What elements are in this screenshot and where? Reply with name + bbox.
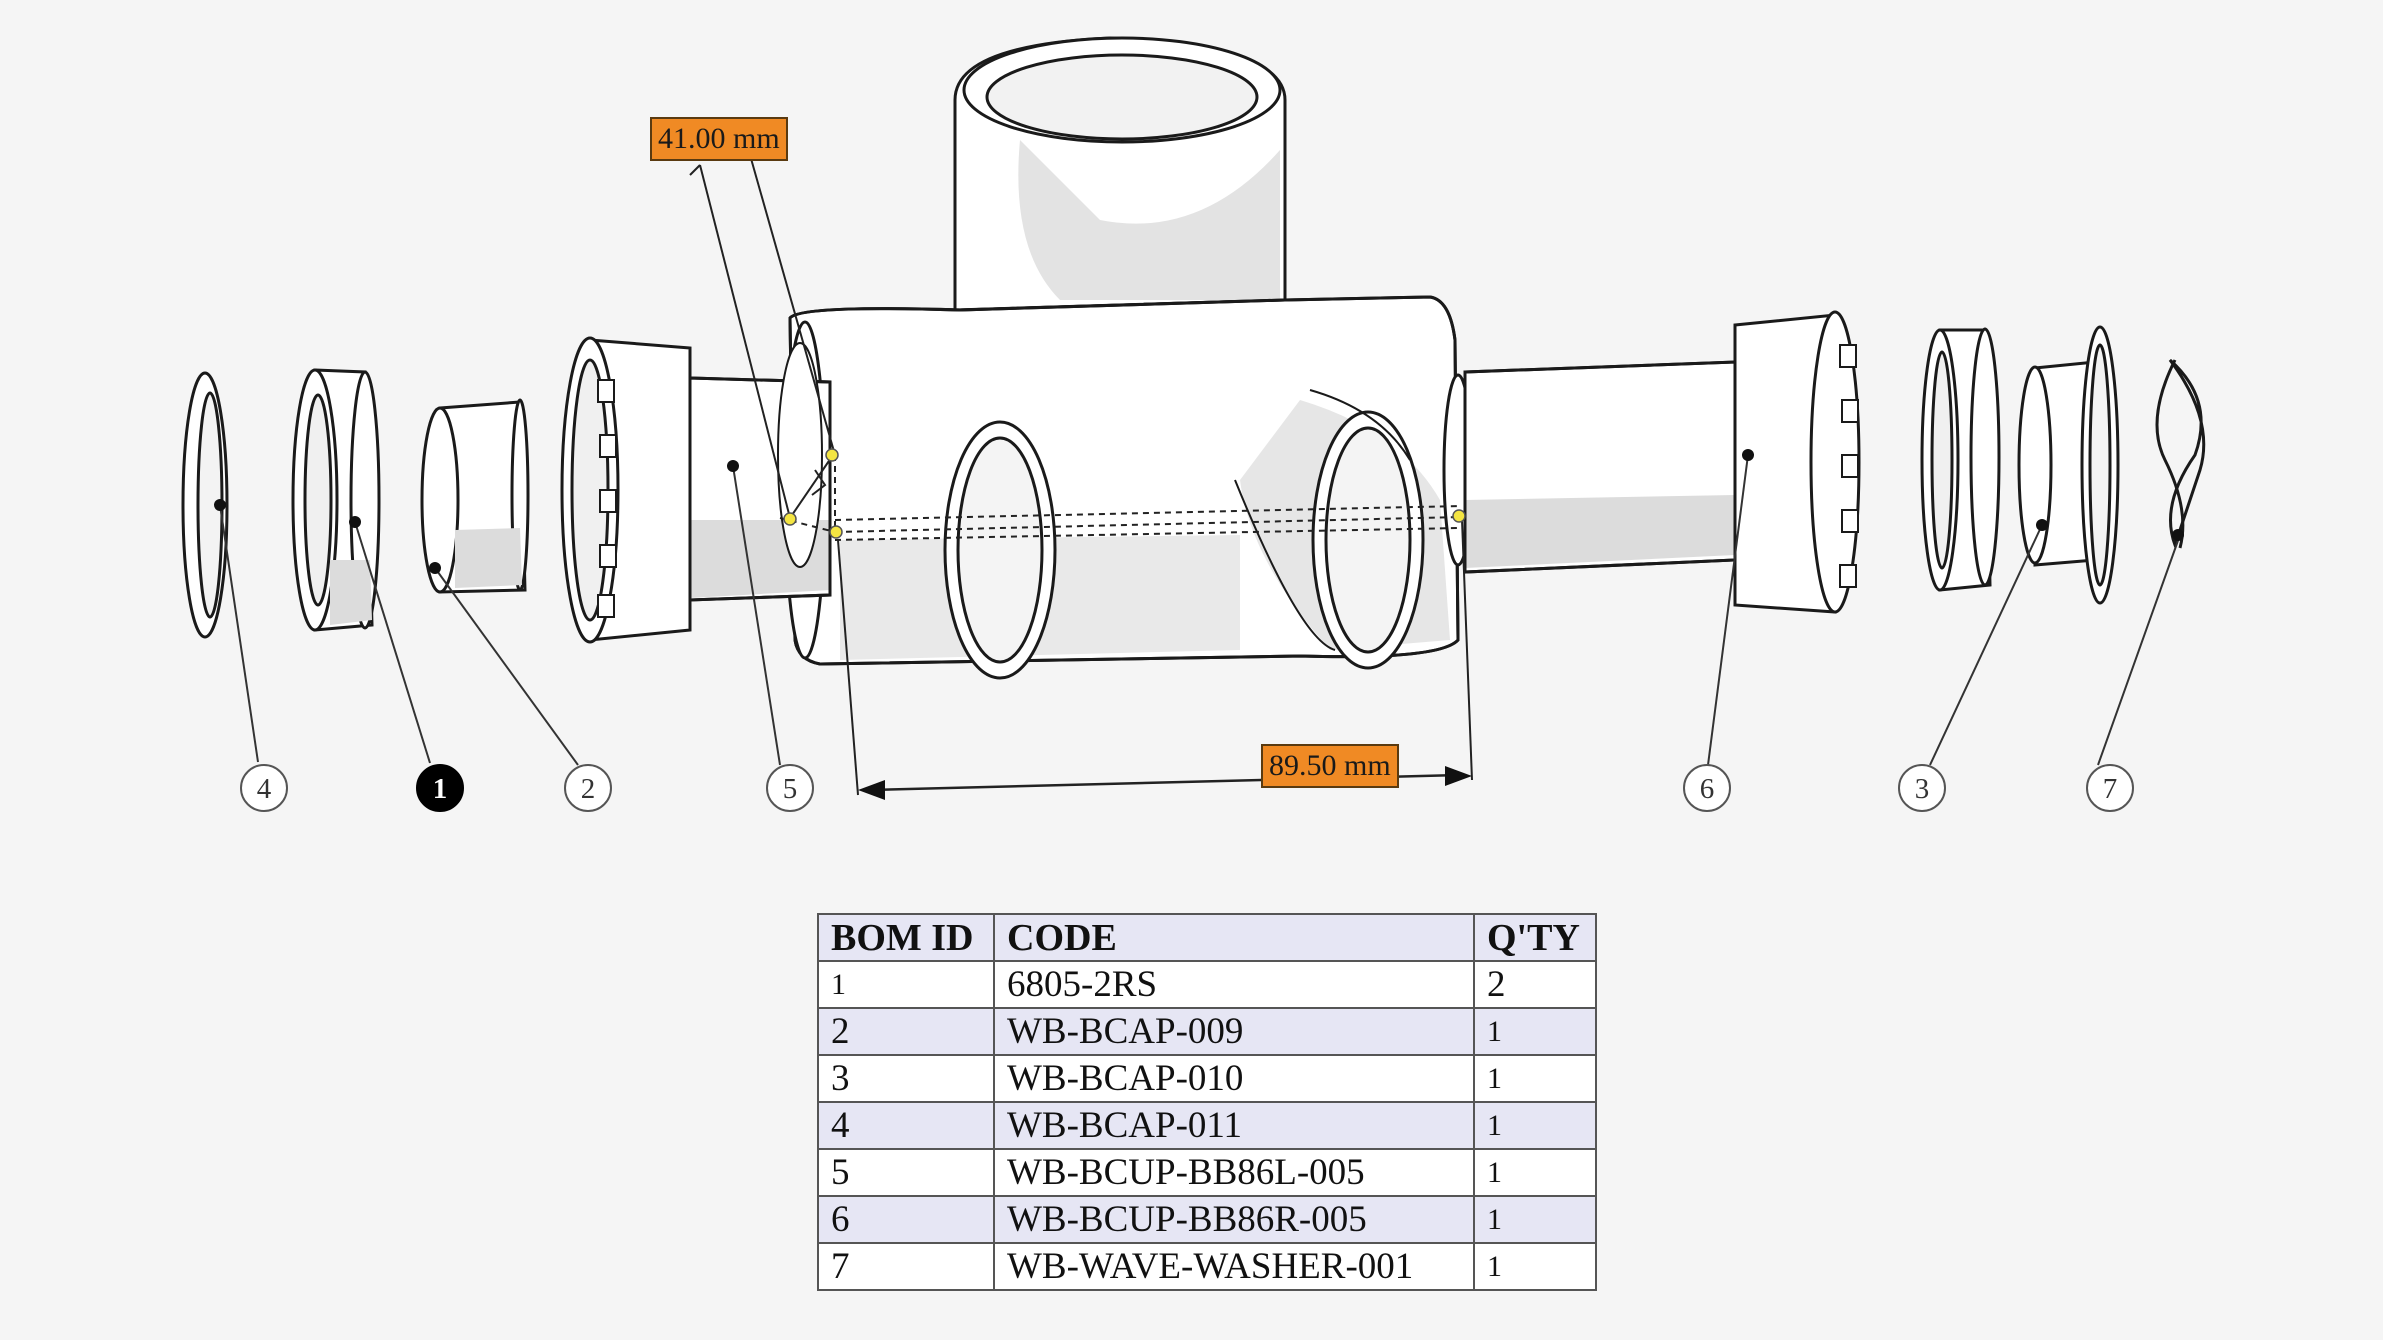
table-row[interactable]: 3 WB-BCAP-010 1 (817, 1054, 1597, 1103)
bom-code-cell: WB-BCAP-009 (993, 1007, 1475, 1056)
bom-qty-cell: 1 (1473, 1242, 1597, 1291)
measure-point[interactable] (1452, 509, 1466, 523)
measure-point[interactable] (783, 512, 797, 526)
bom-header-row: BOM ID CODE Q'TY (817, 913, 1597, 962)
bom-qty-cell: 1 (1473, 1195, 1597, 1244)
bom-code-cell: WB-WAVE-WASHER-001 (993, 1242, 1475, 1291)
table-row[interactable]: 1 6805-2RS 2 (817, 960, 1597, 1009)
table-row[interactable]: 4 WB-BCAP-011 1 (817, 1101, 1597, 1150)
bom-qty-cell: 1 (1473, 1148, 1597, 1197)
balloon-2[interactable]: 2 (564, 764, 612, 812)
table-row[interactable]: 7 WB-WAVE-WASHER-001 1 (817, 1242, 1597, 1291)
measure-point[interactable] (829, 525, 843, 539)
bom-id-cell: 5 (817, 1148, 995, 1197)
leader-dots (214, 449, 2184, 574)
bom-table: BOM ID CODE Q'TY 1 6805-2RS 2 2 WB-BCAP-… (817, 913, 1597, 1291)
balloon-1-selected[interactable]: 1 (416, 764, 464, 812)
balloon-5[interactable]: 5 (766, 764, 814, 812)
frame-shell (783, 36, 1474, 680)
bom-code-cell: WB-BCUP-BB86L-005 (993, 1148, 1475, 1197)
bom-id-cell: 3 (817, 1054, 995, 1103)
table-row[interactable]: 6 WB-BCUP-BB86R-005 1 (817, 1195, 1597, 1244)
balloon-3[interactable]: 3 (1898, 764, 1946, 812)
bom-header-qty: Q'TY (1473, 913, 1597, 962)
washer-part-4 (181, 371, 229, 639)
bom-code-cell: 6805-2RS (993, 960, 1475, 1009)
right-cup-part-6 (1463, 310, 1861, 614)
table-row[interactable]: 5 WB-BCUP-BB86L-005 1 (817, 1148, 1597, 1197)
bom-id-cell: 7 (817, 1242, 995, 1291)
balloon-label: 2 (581, 773, 596, 805)
bom-code-cell: WB-BCAP-010 (993, 1054, 1475, 1103)
bom-qty-cell: 1 (1473, 1007, 1597, 1056)
balloon-label: 1 (433, 773, 448, 805)
measure-points[interactable] (783, 448, 1466, 539)
bearing-part-1 (291, 368, 381, 632)
bom-header-code: CODE (993, 913, 1475, 962)
balloon-label: 4 (257, 773, 272, 805)
balloon-label: 7 (2103, 773, 2118, 805)
bom-id-cell: 6 (817, 1195, 995, 1244)
balloon-label: 3 (1915, 773, 1930, 805)
bom-qty-cell: 2 (1473, 960, 1597, 1009)
bom-qty-cell: 1 (1473, 1054, 1597, 1103)
bom-code-cell: WB-BCAP-011 (993, 1101, 1475, 1150)
bom-header-id: BOM ID (817, 913, 995, 962)
dimension-label-diameter[interactable]: 41.00 mm (650, 117, 788, 161)
bom-code-cell: WB-BCUP-BB86R-005 (993, 1195, 1475, 1244)
wave-washer-part-7 (2155, 358, 2206, 550)
measure-point[interactable] (825, 448, 839, 462)
bom-id-cell: 4 (817, 1101, 995, 1150)
bom-id-cell: 2 (817, 1007, 995, 1056)
bom-id-cell: 1 (817, 960, 995, 1009)
dimension-label-length[interactable]: 89.50 mm (1261, 744, 1399, 788)
balloon-7[interactable]: 7 (2086, 764, 2134, 812)
table-row[interactable]: 2 WB-BCAP-009 1 (817, 1007, 1597, 1056)
balloon-4[interactable]: 4 (240, 764, 288, 812)
left-cup-part-5 (560, 336, 832, 644)
balloon-6[interactable]: 6 (1683, 764, 1731, 812)
bom-qty-cell: 1 (1473, 1101, 1597, 1150)
leader-lines (219, 454, 2181, 766)
dimension-geometry (689, 154, 1473, 800)
cap-part-2 (420, 398, 530, 594)
bearing-right (1920, 327, 2001, 592)
balloon-label: 5 (783, 773, 798, 805)
balloon-label: 6 (1700, 773, 1715, 805)
cap-part-3 (2017, 325, 2120, 605)
